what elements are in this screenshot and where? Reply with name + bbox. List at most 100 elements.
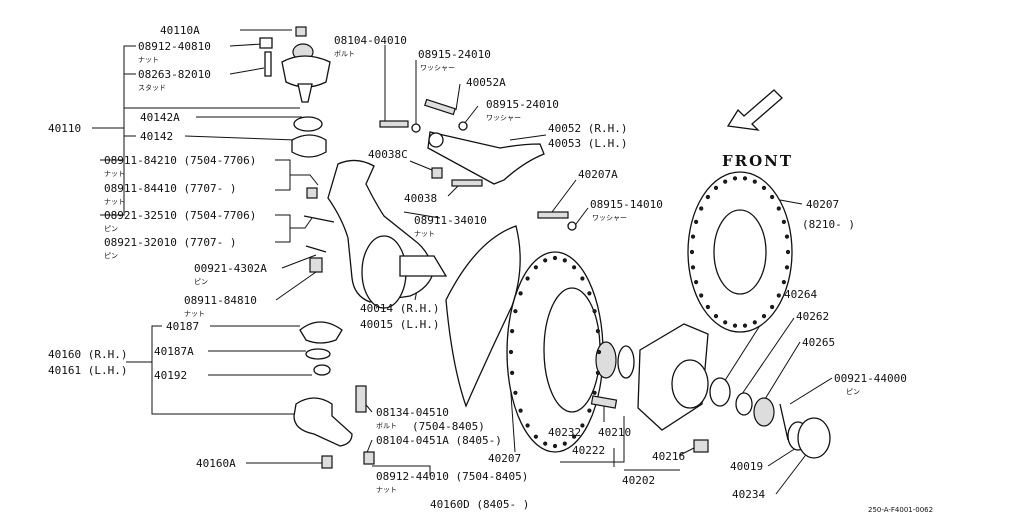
label-40014: 40014 (R.H.) [360, 302, 439, 315]
label-40207-right: 40207 [806, 198, 839, 211]
vent-hole [572, 265, 577, 270]
label-40216: 40216 [652, 450, 685, 463]
vent-hole [595, 370, 601, 375]
nut-40038 [431, 167, 443, 179]
nut-40265 [753, 397, 775, 427]
label-08912-40810: 08912-40810 [138, 40, 211, 53]
vent-hole [705, 304, 711, 310]
nut-08911-84810 [309, 257, 323, 273]
vent-hole [713, 185, 719, 190]
vent-hole [690, 265, 696, 270]
label-40207-bottom: 40207 [488, 452, 521, 465]
label-nut-jp-5: ナット [414, 230, 435, 238]
vent-hole [543, 258, 548, 263]
vent-hole [742, 176, 748, 181]
label-40038C: 40038C [368, 148, 408, 161]
grease-cap-40234 [797, 417, 831, 459]
vent-hole [699, 206, 704, 211]
label-40202: 40202 [622, 474, 655, 487]
label-40142A: 40142A [140, 111, 180, 124]
bolt-08104 [379, 120, 409, 128]
label-40207A: 40207A [578, 168, 618, 181]
pin-00921-44000 [779, 403, 789, 441]
label-bolt-jp-1: ボルト [334, 50, 355, 58]
vent-hole [543, 441, 548, 446]
label-40160D: 40160D (8405- ) [430, 498, 529, 511]
label-nut-jp-6: ナット [376, 486, 397, 494]
label-08263-82010: 08263-82010 [138, 68, 211, 81]
ball-joint-body [281, 55, 331, 88]
vent-hole [533, 265, 539, 270]
bushing-40038C [428, 132, 444, 148]
vent-hole [770, 304, 775, 310]
label-pin-jp-1: ピン [104, 225, 118, 233]
vent-hole [509, 329, 515, 334]
washer-08915 [411, 123, 421, 133]
washer-08915-14010 [567, 221, 577, 231]
vent-hole [595, 329, 601, 334]
label-7504-8405: (7504-8405) [412, 420, 485, 433]
vent-hole [518, 408, 523, 413]
boot-40187 [299, 321, 343, 344]
bolt-40207A [537, 211, 569, 219]
label-40187A: 40187A [154, 345, 194, 358]
label-40262: 40262 [796, 310, 829, 323]
vent-hole [699, 293, 704, 298]
vent-hole [587, 408, 592, 413]
vent-hole [509, 370, 515, 375]
vent-hole [742, 323, 748, 328]
vent-hole [761, 314, 767, 319]
vent-hole [513, 309, 518, 314]
spindle [399, 255, 448, 277]
vent-hole [552, 443, 558, 449]
label-40265: 40265 [802, 336, 835, 349]
label-08911-84210: 08911-84210 (7504-7706) [104, 154, 256, 167]
vent-hole [776, 293, 781, 298]
ring-40142A [293, 116, 323, 132]
vent-hole [694, 219, 699, 224]
label-40160A: 40160A [196, 457, 236, 470]
label-8210: (8210- ) [802, 218, 855, 231]
vent-hole [596, 349, 602, 355]
reference-code: 250-A-F4001-0062 [868, 506, 933, 514]
label-40052: 40052 (R.H.) [548, 122, 627, 135]
vent-hole [752, 179, 757, 184]
label-nut-jp-4: ナット [184, 310, 205, 318]
label-08915-24010-b: 08915-24010 [486, 98, 559, 111]
vent-hole [518, 291, 523, 296]
vent-hole [784, 234, 790, 239]
bearing-40264 [709, 377, 731, 407]
label-40210: 40210 [598, 426, 631, 439]
label-40187: 40187 [166, 320, 199, 333]
label-washer-jp-3: ワッシャー [592, 214, 627, 222]
label-washer-jp-1: ワッシャー [420, 64, 455, 72]
lower-ball-joint [293, 397, 353, 447]
label-08912-44010: 08912-44010 (7504-8405) [376, 470, 528, 483]
vent-hole [781, 280, 787, 285]
vent-hole [781, 219, 787, 224]
front-arrow-icon [726, 89, 783, 131]
label-pin-jp-3: ピン [194, 278, 208, 286]
bolt-08911-34010 [451, 179, 483, 187]
vent-hole [689, 249, 695, 255]
label-40142: 40142 [140, 130, 173, 143]
nut-40110A [295, 26, 307, 37]
bolt-08134 [355, 385, 367, 413]
vent-hole [562, 258, 567, 263]
label-pin-jp-4: ピン [846, 388, 860, 396]
vent-hole [562, 441, 567, 446]
nut-40160A [321, 455, 333, 469]
vent-hole [732, 176, 738, 181]
bearing-40210 [595, 341, 617, 379]
label-40222: 40222 [572, 444, 605, 457]
ring-40187A [305, 348, 331, 360]
vent-hole [580, 276, 585, 281]
vent-hole [705, 194, 711, 200]
label-40192: 40192 [154, 369, 187, 382]
label-08921-32510: 08921-32510 (7504-7706) [104, 209, 256, 222]
label-00921-4302A: 00921-4302A [194, 262, 267, 275]
label-08911-84410: 08911-84410 (7707- ) [104, 182, 236, 195]
stud-08263 [264, 51, 272, 77]
label-nut-jp-3: ナット [104, 198, 125, 206]
